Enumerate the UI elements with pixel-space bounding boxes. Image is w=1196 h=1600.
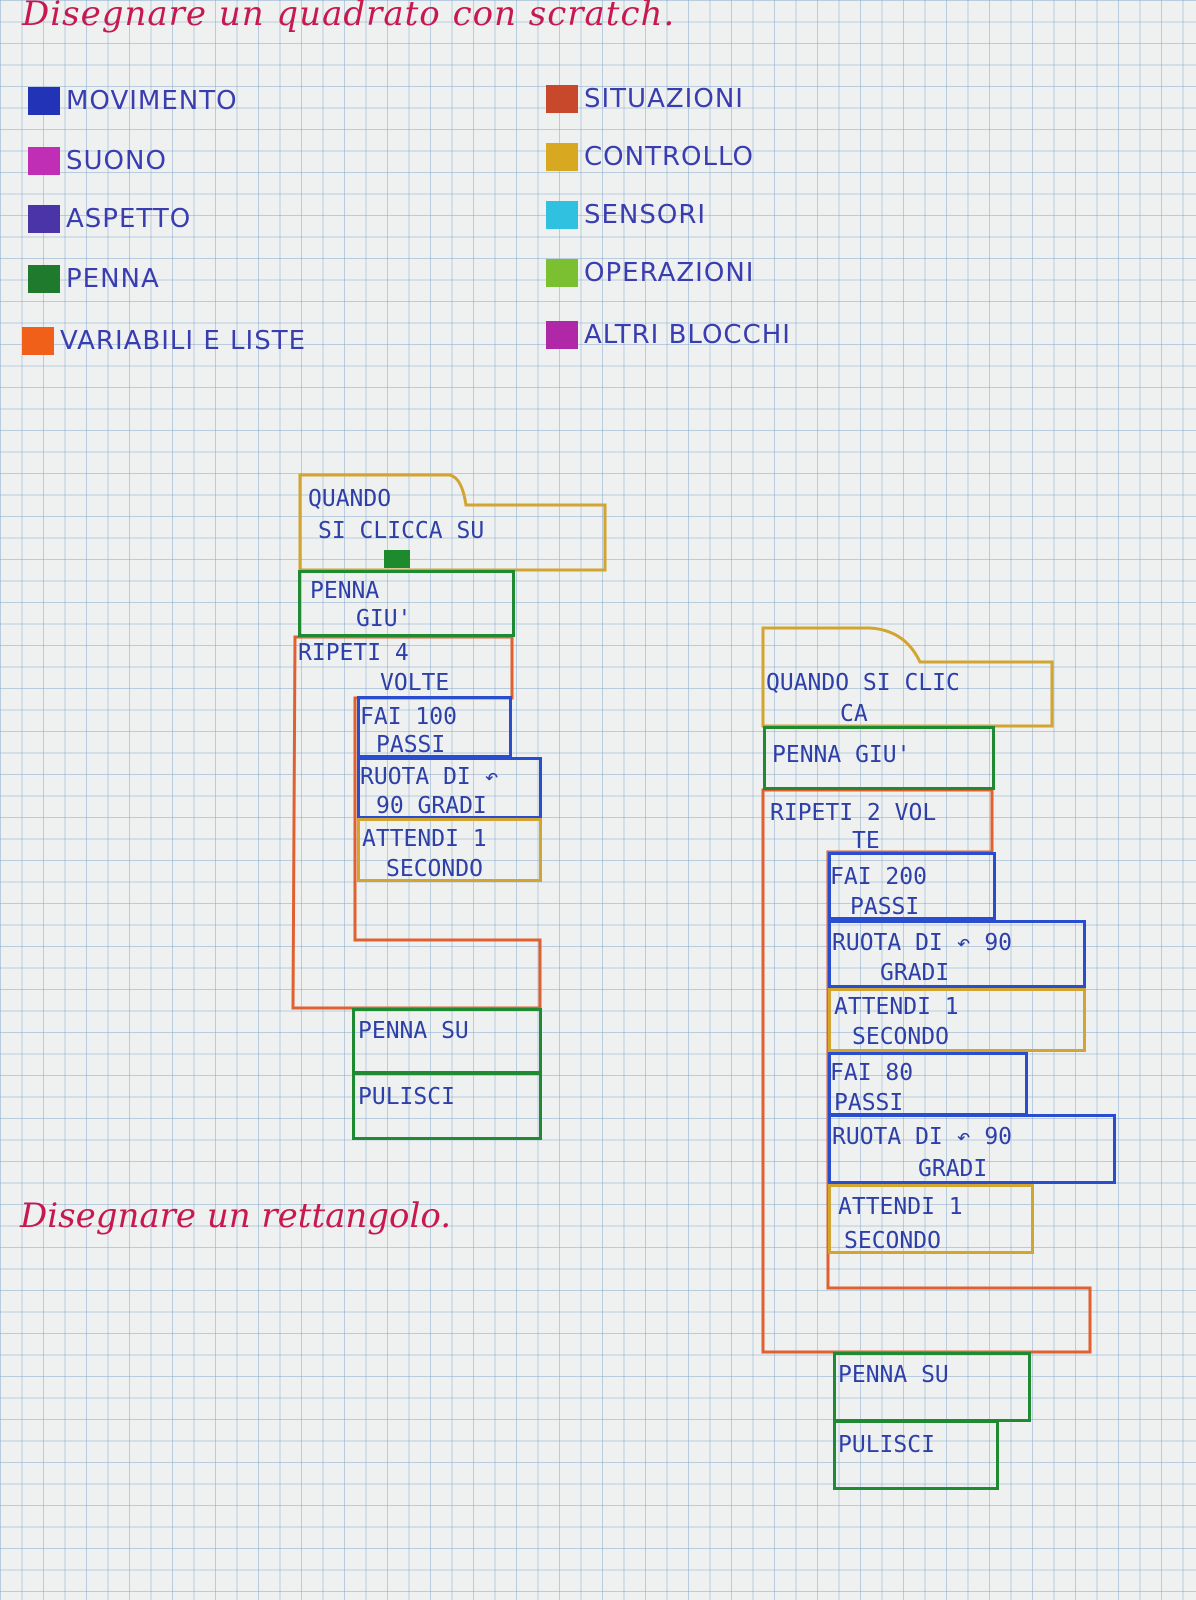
turn-label-1: RUOTA DI ↶ (360, 764, 499, 790)
hat-block-outline (761, 626, 1054, 728)
legend-item-penna: PENNA (28, 264, 160, 294)
legend-label: PENNA (66, 264, 160, 294)
legend-item-sensori: SENSORI (546, 200, 706, 230)
color-swatch (546, 201, 578, 229)
move-label-1: FAI 100 (360, 704, 457, 730)
color-swatch (546, 321, 578, 349)
pen-down-label: PENNA GIU' (772, 742, 911, 768)
legend-label: OPERAZIONI (584, 258, 755, 288)
color-swatch (546, 85, 578, 113)
move-block-1 (828, 852, 996, 920)
move-2-label-1: FAI 80 (830, 1060, 914, 1086)
move-1-label-1: FAI 200 (830, 864, 927, 890)
pen-up-label: PENNA SU (838, 1362, 949, 1388)
move-block (357, 696, 512, 758)
turn-2-label-1: RUOTA DI ↶ 90 (832, 1124, 1013, 1150)
legend-item-suono: SUONO (28, 146, 167, 176)
wait-1-label-2: SECONDO (852, 1024, 949, 1050)
wait-2-label-2: SECONDO (844, 1228, 941, 1254)
legend-label: SUONO (66, 146, 167, 176)
page-title: Disegnare un quadrato con scratch. (22, 0, 676, 34)
clear-block (352, 1072, 542, 1140)
hat-block-label-1: QUANDO (308, 486, 392, 512)
hat-block-label-2: SI CLICCA SU (318, 518, 485, 544)
pen-down-label-2: GIU' (356, 606, 412, 632)
legend-label: MOVIMENTO (66, 86, 238, 116)
pen-down-block (763, 726, 995, 790)
color-swatch (22, 327, 54, 355)
clear-label: PULISCI (358, 1084, 455, 1110)
wait-block-2 (828, 1184, 1034, 1254)
legend-item-aspetto: ASPETTO (28, 204, 191, 234)
turn-1-label-1: RUOTA DI ↶ 90 (832, 930, 1013, 956)
legend-item-variabili: VARIABILI E LISTE (22, 326, 306, 356)
turn-block-1 (828, 920, 1086, 988)
hat-block-label-2: CA (840, 701, 868, 727)
turn-label-2: 90 GRADI (376, 793, 487, 819)
move-2-label-2: PASSI (834, 1090, 904, 1116)
move-1-label-2: PASSI (850, 894, 920, 920)
repeat-label-2: TE (852, 828, 880, 854)
legend-item-altri-blocchi: ALTRI BLOCCHI (546, 320, 791, 350)
legend-label: VARIABILI E LISTE (60, 326, 307, 356)
repeat-label-1: RIPETI 4 (298, 640, 409, 666)
wait-label-2: SECONDO (386, 856, 483, 882)
move-label-2: PASSI (376, 732, 446, 758)
pen-down-block (298, 570, 515, 637)
clear-block (833, 1420, 999, 1490)
legend-item-operazioni: OPERAZIONI (546, 258, 754, 288)
color-swatch (28, 147, 60, 175)
repeat-label-1: RIPETI 2 VOL (770, 800, 937, 826)
legend-item-situazioni: SITUAZIONI (546, 84, 744, 114)
legend-item-controllo: CONTROLLO (546, 142, 754, 172)
hat-block-outline (298, 473, 607, 572)
legend-label: ASPETTO (66, 204, 192, 234)
repeat-label-2: VOLTE (380, 670, 450, 696)
wait-1-label-1: ATTENDI 1 (834, 994, 959, 1020)
wait-label-1: ATTENDI 1 (362, 826, 487, 852)
legend-label: ALTRI BLOCCHI (584, 320, 791, 350)
wait-block-1 (828, 988, 1086, 1052)
pen-up-label: PENNA SU (358, 1018, 469, 1044)
legend-label: CONTROLLO (584, 142, 754, 172)
color-swatch (546, 143, 578, 171)
section-title: Disegnare un rettangolo. (20, 1196, 452, 1236)
color-swatch (28, 265, 60, 293)
wait-block (357, 818, 542, 882)
hat-block-label-1: QUANDO SI CLIC (766, 670, 960, 696)
turn-1-label-2: GRADI (880, 960, 950, 986)
legend-label: SENSORI (584, 200, 707, 230)
wait-2-label-1: ATTENDI 1 (838, 1194, 963, 1220)
green-flag-icon (384, 550, 410, 568)
legend-label: SITUAZIONI (584, 84, 744, 114)
legend-item-movimento: MOVIMENTO (28, 86, 238, 116)
color-swatch (546, 259, 578, 287)
turn-block (357, 757, 542, 819)
turn-block-2 (828, 1114, 1116, 1184)
clear-label: PULISCI (838, 1432, 935, 1458)
pen-down-label-1: PENNA (310, 578, 380, 604)
color-swatch (28, 87, 60, 115)
color-swatch (28, 205, 60, 233)
turn-2-label-2: GRADI (918, 1156, 988, 1182)
